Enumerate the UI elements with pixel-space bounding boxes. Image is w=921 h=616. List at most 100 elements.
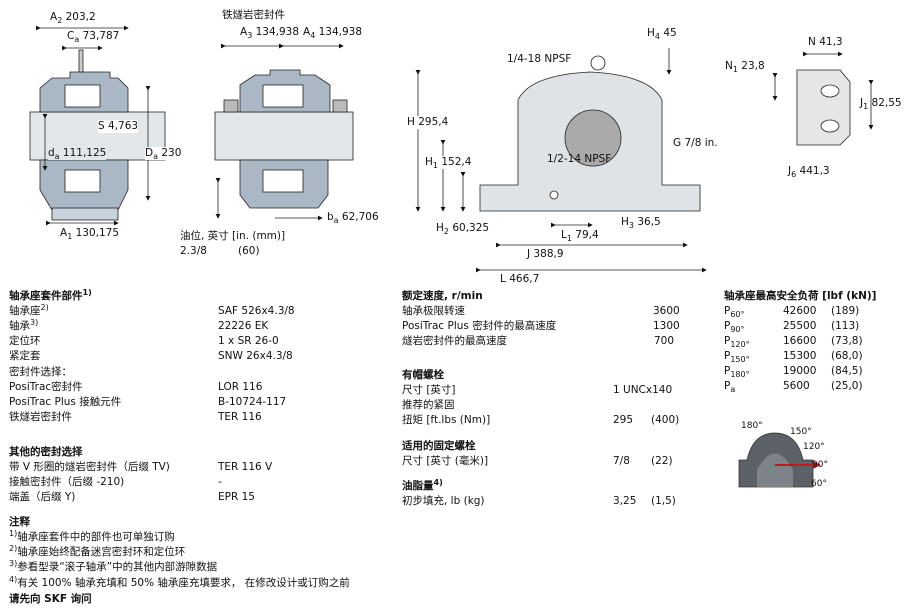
- speed-heading: 额定速度, r/min: [402, 290, 483, 302]
- grease-value-kg: (1,5): [651, 495, 676, 507]
- dim-L1: L1 79,4: [561, 229, 599, 243]
- note-item: 4)有关 100% 轴承充填和 50% 轴承座充填要求， 在修改设计或订购之前: [9, 575, 350, 590]
- cap-bolts-heading: 有帽螺栓: [402, 369, 444, 381]
- load-symbol: Pa: [724, 380, 736, 394]
- other-seal-value: -: [218, 476, 222, 488]
- component-value: SAF 526x4.3/8: [218, 305, 295, 317]
- other-seal-value: EPR 15: [218, 491, 255, 503]
- technical-drawings: [29, 25, 874, 273]
- dim-N1: N1 23,8: [725, 60, 765, 74]
- component-value: SNW 26x4.3/8: [218, 350, 293, 362]
- other-seal-value: TER 116 V: [218, 461, 273, 473]
- fix-bolt-size-mm: (22): [651, 455, 673, 467]
- seal-value: TER 116: [218, 411, 262, 423]
- dim-A2: A2 203,2: [50, 11, 96, 25]
- load-kn: (73,8): [831, 335, 863, 347]
- speed-value: 700: [654, 335, 675, 347]
- npsf-bottom: 1/2-14 NPSF: [547, 153, 612, 165]
- other-seal-label: 端盖（后缀 Y): [9, 491, 76, 503]
- load-lbf: 15300: [783, 350, 817, 362]
- load-symbol: P180°: [724, 365, 750, 379]
- load-kn: (84,5): [831, 365, 863, 377]
- housing-section-drawing: [29, 25, 166, 226]
- dim-H: H 295,4: [407, 116, 449, 129]
- speed-label: 轴承极限转速: [402, 305, 465, 317]
- dim-S: S 4,763: [98, 120, 139, 133]
- angle-label: 120°: [803, 442, 825, 452]
- load-lbf: 19000: [783, 365, 817, 377]
- load-kn: (113): [831, 320, 860, 332]
- dim-da: da 111,125: [48, 147, 107, 161]
- npsf-top: 1/4-18 NPSF: [507, 53, 572, 65]
- loads-heading: 轴承座最高安全负荷 [lbf (kN)]: [724, 290, 877, 302]
- dim-ba: ba 62,706: [327, 211, 379, 225]
- component-label: 定位环: [9, 335, 41, 347]
- fix-bolts-heading: 适用的固定螺栓: [402, 440, 476, 452]
- torque-value-nm: (400): [651, 414, 680, 426]
- angle-label: 180°: [741, 421, 763, 431]
- notes-heading: 注释: [9, 516, 30, 528]
- component-value: 1 x SR 26-0: [218, 335, 279, 347]
- foot-detail-drawing: [772, 51, 874, 146]
- dim-G: G 7/8 in.: [673, 137, 718, 149]
- torque-value: 295: [613, 414, 634, 426]
- torque-label-1: 推荐的紧固: [402, 399, 455, 411]
- speed-value: 1300: [653, 320, 680, 332]
- seal-label: PosiTrac密封件: [9, 381, 83, 393]
- dim-L: L 466,7: [500, 273, 540, 285]
- fix-bolt-size-label: 尺寸 [英寸 (毫米)]: [402, 455, 489, 467]
- speed-label: PosiTrac Plus 密封件的最高速度: [402, 320, 557, 332]
- angle-label: 90°: [812, 460, 828, 470]
- load-symbol: P60°: [724, 305, 745, 319]
- load-direction-diagram: [738, 432, 821, 488]
- seal-label: PosiTrac Plus 接触元件: [9, 396, 122, 408]
- dim-J6: J6 441,3: [788, 165, 830, 179]
- other-seals-heading: 其他的密封选择: [9, 446, 83, 458]
- dim-J: J 388,9: [527, 248, 564, 260]
- component-value: 22226 EK: [218, 320, 269, 332]
- load-kn: (25,0): [831, 380, 863, 392]
- dim-A3: A3 134,938: [240, 26, 300, 40]
- dim-Ca: Ca 73,787: [67, 30, 120, 44]
- note-item: 2)轴承座始终配备迷宫密封环和定位环: [9, 544, 186, 559]
- dim-Da: Da 230: [145, 147, 182, 161]
- speed-value: 3600: [653, 305, 680, 317]
- note-item: 1)轴承座套件中的部件也可单独订购: [9, 529, 175, 544]
- seal-drawing-title: 铁燧岩密封件: [222, 9, 285, 21]
- dim-A4: A4 134,938: [303, 26, 363, 40]
- components-heading: 轴承座套件部件1): [9, 288, 92, 303]
- dim-H4: H4 45: [647, 27, 677, 41]
- load-kn: (189): [831, 305, 860, 317]
- angle-label: 150°: [790, 427, 812, 437]
- dim-A1: A1 130,175: [60, 227, 120, 241]
- seal-value: LOR 116: [218, 381, 263, 393]
- other-seal-label: 带 V 形圈的燧岩密封件（后缀 TV): [9, 461, 170, 473]
- dim-H2: H2 60,325: [436, 222, 490, 236]
- oil-level-mm: (60): [238, 245, 260, 257]
- seal-section-drawing: [214, 43, 354, 221]
- load-symbol: P90°: [724, 320, 745, 334]
- speed-label: 燧岩密封件的最高速度: [402, 335, 507, 347]
- grease-value: 3,25: [613, 495, 637, 507]
- seal-selection-heading: 密封件选择：: [9, 366, 72, 378]
- housing-front-drawing: [415, 48, 707, 273]
- oil-level-label: 油位, 英寸 [in. (mm)]: [180, 230, 286, 242]
- load-symbol: P150°: [724, 350, 750, 364]
- load-kn: (68,0): [831, 350, 863, 362]
- cap-bolt-size-value: 1 UNCx140: [613, 384, 673, 396]
- grease-heading: 油脂量4): [402, 478, 443, 493]
- dim-J1: J1 82,55: [860, 97, 902, 111]
- load-lbf: 5600: [783, 380, 810, 392]
- dim-H1: H1 152,4: [425, 156, 472, 170]
- angle-label: 60°: [811, 479, 827, 489]
- component-label: 紧定套: [9, 350, 41, 362]
- other-seal-label: 接触密封件（后缀 -210): [9, 476, 125, 488]
- component-label: 轴承3): [9, 318, 39, 333]
- oil-level-in: 2.3/8: [180, 245, 207, 257]
- grease-label: 初步填充, lb (kg): [402, 495, 485, 507]
- load-symbol: P120°: [724, 335, 750, 349]
- seal-label: 铁燧岩密封件: [9, 411, 72, 423]
- fix-bolt-size-value: 7/8: [613, 455, 630, 467]
- note-item: 3)参看型录“滚子轴承”中的其他内部游隙数据: [9, 559, 218, 574]
